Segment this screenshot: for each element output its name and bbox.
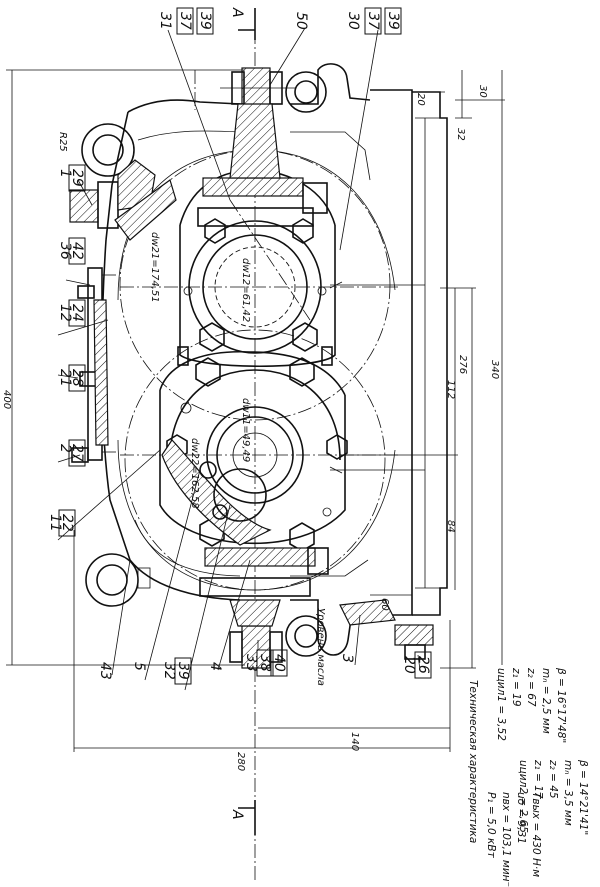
dim-280: 280	[235, 752, 246, 771]
spec-stage2-line: β = 14°21'41"	[577, 759, 589, 835]
position-label-box	[176, 7, 194, 35]
position-label: 40	[271, 654, 287, 672]
position-label: 27	[69, 444, 85, 462]
position-label-box	[174, 657, 192, 685]
spec-main-line: Tвых = 430 Н·м	[530, 792, 542, 877]
position-label: 28	[69, 369, 85, 387]
position-label-box	[414, 651, 432, 679]
position-label: 1	[57, 169, 73, 178]
spec-stage1-line: uцил1 = 3,52	[495, 668, 507, 741]
position-label: 39	[175, 662, 191, 680]
gear-section	[161, 439, 272, 546]
position-label-box	[58, 509, 76, 537]
dim-60: 60	[379, 598, 390, 611]
dim-276: 276	[457, 355, 468, 374]
position-label: 26	[415, 656, 431, 674]
spec-stage1-line: mₙ = 2,5 мм	[540, 668, 552, 734]
position-label: 24	[69, 304, 85, 322]
section-mark-bottom: A	[229, 809, 245, 820]
position-label: 3	[339, 654, 355, 663]
tech-title: Техническая характеристика	[467, 680, 479, 843]
position-label: 37	[365, 12, 381, 30]
spec-main-line: uо = 9,31	[515, 792, 527, 844]
position-label: 50	[293, 12, 309, 30]
lug-top-right	[285, 71, 327, 113]
dim-dw12: dw12=61,42	[240, 258, 251, 322]
lug-bottom-right	[285, 615, 327, 657]
position-label: 5	[131, 662, 147, 671]
spec-stage2-line: z₂ = 45	[547, 759, 559, 799]
oil-level-label: Уровень масла	[315, 608, 326, 686]
position-label: 4	[207, 662, 223, 671]
position-label: 43	[97, 662, 113, 680]
dim-340: 340	[489, 360, 500, 379]
dim-400: 400	[1, 390, 12, 409]
position-label-box	[68, 364, 86, 392]
spec-stage2-line: mₙ = 3,5 мм	[562, 760, 574, 826]
dimension-lines	[6, 8, 505, 835]
vent-plug	[69, 159, 177, 241]
position-label: 37	[177, 12, 193, 30]
lifting-eye-bottom	[85, 553, 151, 607]
dim-dw21: dw21=174,51	[149, 232, 160, 303]
position-label: 33	[243, 654, 259, 672]
position-label-box	[68, 237, 86, 265]
inspection-cover	[71, 267, 116, 463]
dim-140: 140	[349, 732, 360, 751]
dim-112: 112	[445, 380, 456, 399]
dim-20: 20	[415, 93, 426, 106]
position-label-box	[68, 299, 86, 327]
spec-stage1-line: z₂ = 67	[525, 667, 537, 707]
flange-bolt-bottom	[199, 547, 329, 669]
position-label-box	[196, 7, 214, 35]
position-label-box	[256, 649, 274, 677]
position-label-box	[384, 7, 402, 35]
position-label-box	[270, 649, 288, 677]
position-label-box	[68, 164, 86, 192]
spec-stage1-line: β = 16°17'48"	[555, 667, 567, 743]
dim-dw11: dw11=49,49	[240, 398, 251, 462]
position-label-box	[364, 7, 382, 35]
dim-32: 32	[455, 128, 466, 141]
position-label: 39	[385, 12, 401, 30]
position-label: 42	[69, 242, 85, 260]
dim-30: 30	[477, 85, 488, 98]
position-label: 22	[59, 514, 75, 532]
position-label: 20	[401, 656, 417, 674]
spec-stage1-line: z₁ = 19	[510, 667, 522, 707]
position-label: 30	[345, 12, 361, 30]
position-label: 38	[257, 654, 273, 672]
spec-stage2-line: uцил2 = 2,65	[517, 760, 529, 833]
position-label: 39	[197, 12, 213, 30]
section-mark-top: A	[229, 7, 245, 18]
position-label: 29	[69, 169, 85, 187]
drain-plug	[339, 599, 434, 660]
position-label: 2	[57, 444, 73, 453]
spec-main-line: P₁ = 5,0 кВт	[485, 792, 497, 859]
position-label-box	[68, 439, 86, 467]
dim-r25: R25	[57, 132, 68, 152]
dim-dw22: dw22=162,58	[189, 438, 200, 509]
lifting-eye-top	[81, 123, 135, 177]
flange-bolt-top	[197, 67, 328, 227]
position-label: 32	[161, 662, 177, 680]
dim-84: 84	[445, 520, 456, 533]
spec-stage2-line: z₁ = 17	[532, 759, 544, 799]
position-label: 31	[157, 12, 173, 30]
spec-main-line: nвх = 103,1 мин⁻¹	[500, 792, 512, 887]
